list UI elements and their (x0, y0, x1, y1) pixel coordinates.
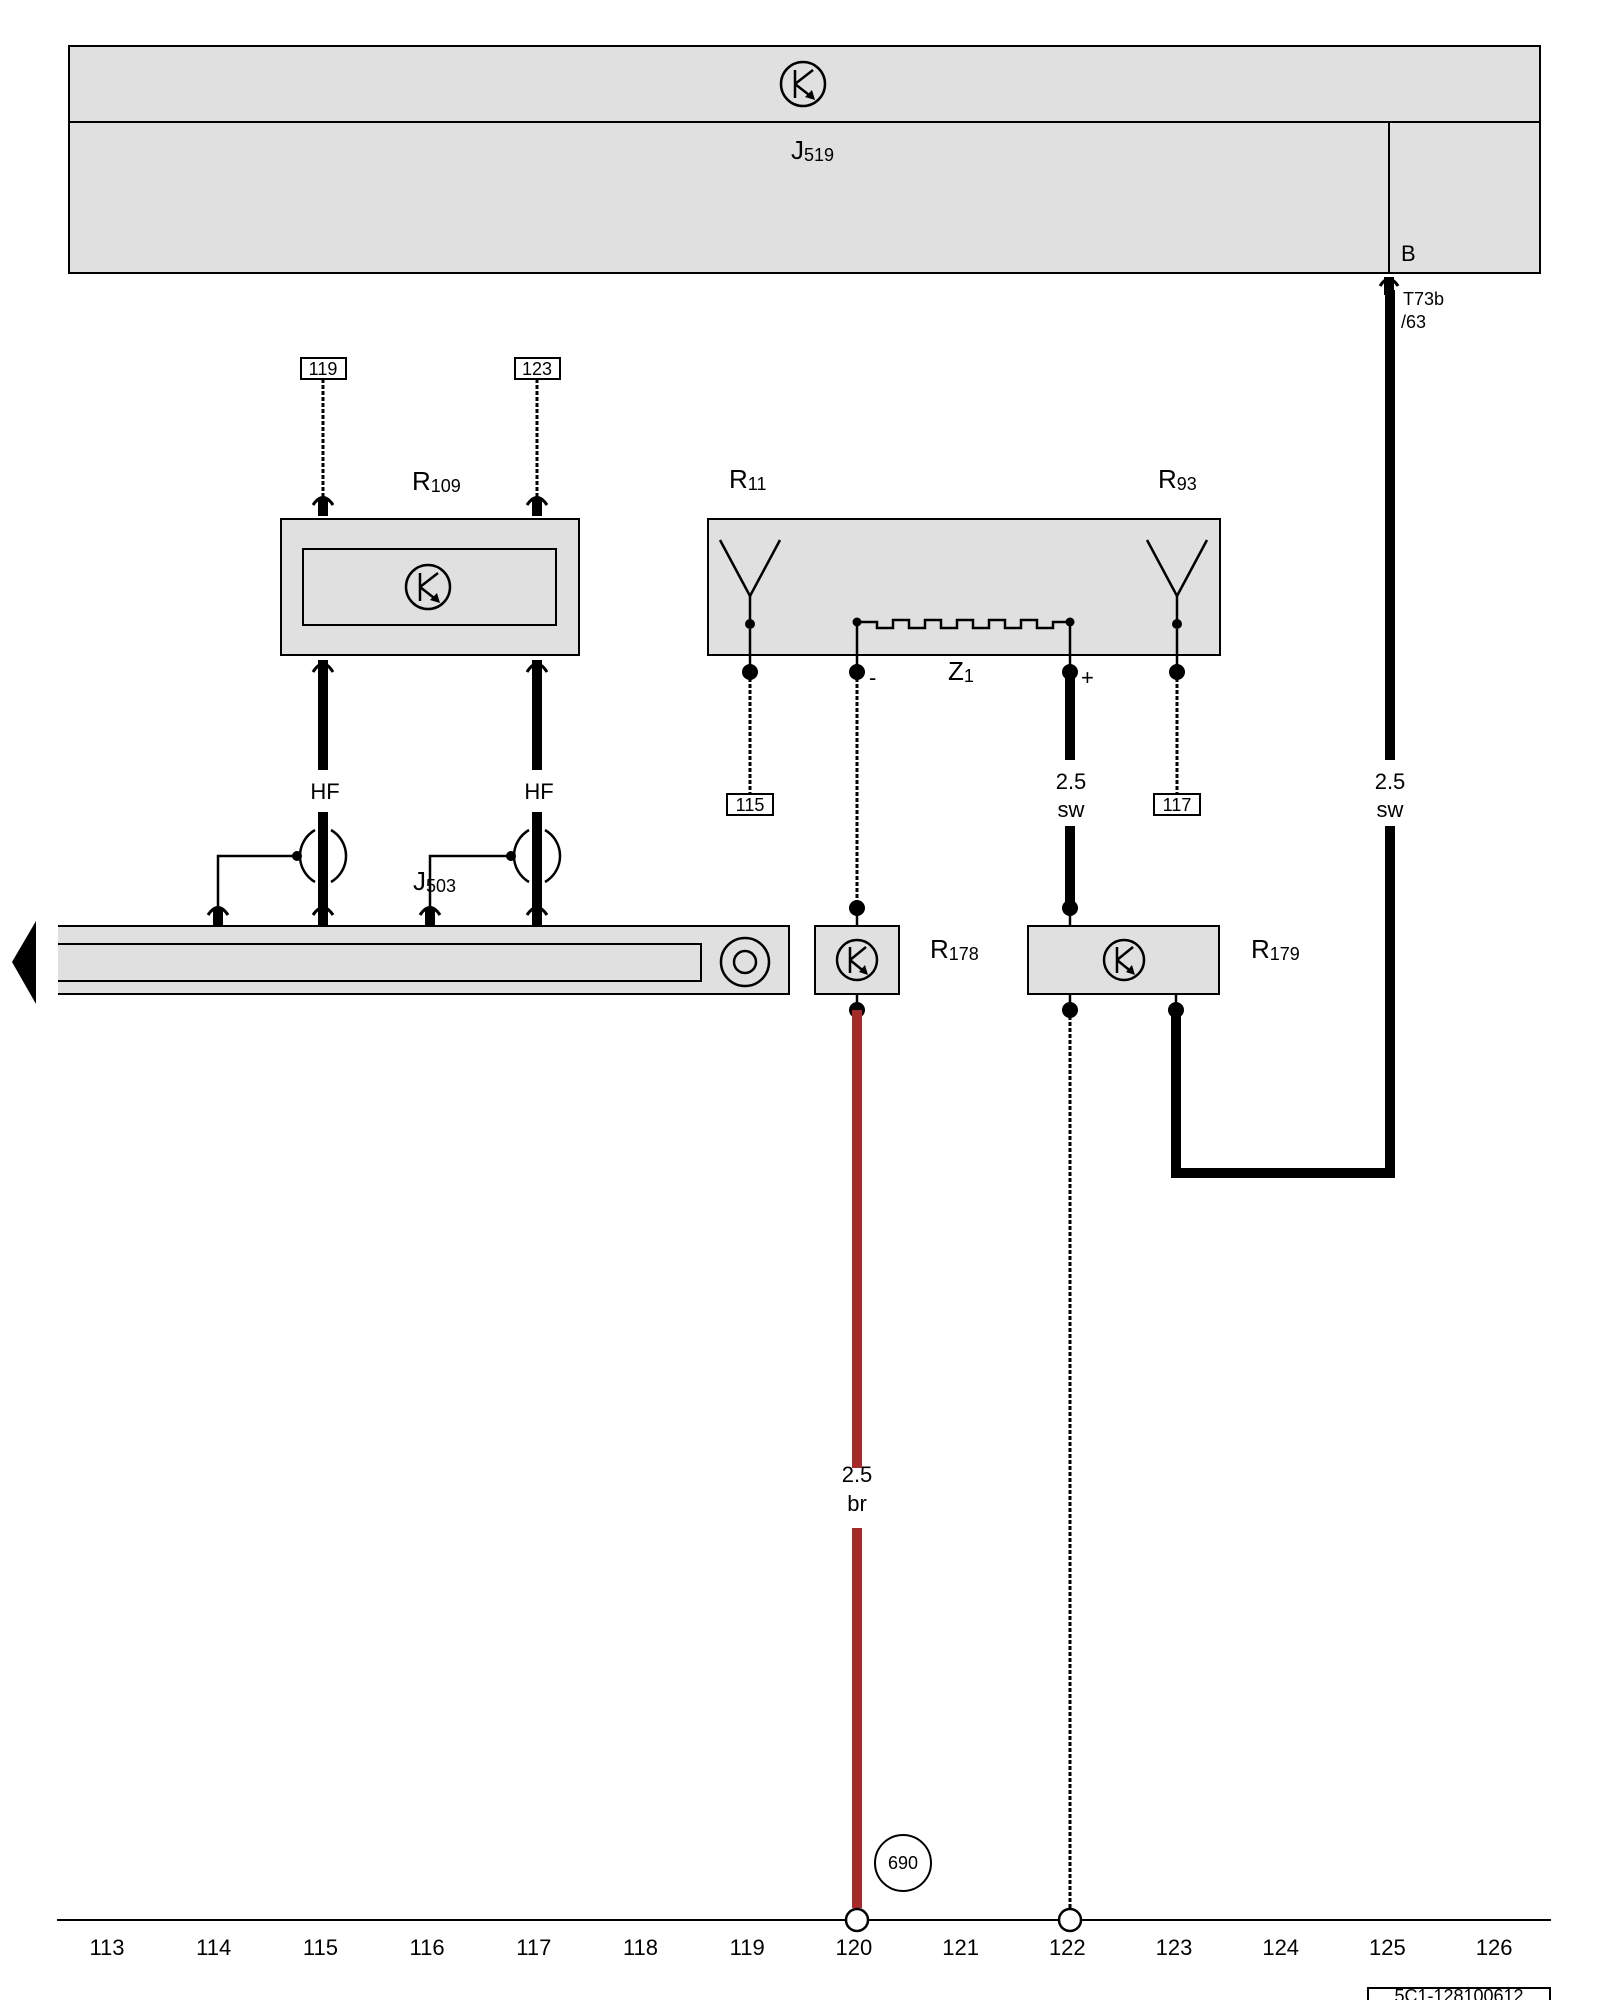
r179-label: R179 (1251, 934, 1300, 964)
r11-r93-z1-module[interactable]: R11 R93 (707, 464, 1221, 656)
connector-t73b-pin: /63 (1401, 312, 1426, 332)
svg-text:119: 119 (309, 359, 338, 379)
continuation-arrow-icon (12, 921, 36, 1004)
hf-label: HF (310, 779, 339, 804)
svg-text:123: 123 (522, 359, 552, 379)
electronic-component-icon (835, 938, 879, 982)
ground-node-122[interactable] (1057, 1907, 1083, 1933)
r109-module[interactable]: R109 (280, 466, 580, 656)
connector-socket-icon (719, 936, 771, 988)
column-number: 113 (89, 1935, 124, 1960)
z1-plus-label: + (1081, 665, 1094, 690)
footer-code: 5C1-128100612 (1394, 1986, 1523, 2000)
antenna-icon (1145, 539, 1209, 629)
wire-r11-115 (742, 629, 758, 794)
column-number: 118 (623, 1935, 658, 1960)
ref-box-115[interactable]: 115 (726, 793, 774, 816)
hf-cable-left[interactable]: HF (206, 660, 348, 926)
wire-size-label: 2.5 (1056, 769, 1087, 794)
wire-z1-minus-r178[interactable]: - (849, 622, 876, 926)
column-number: 116 (410, 1935, 445, 1960)
z1-label: Z1 (948, 656, 974, 686)
column-number: 123 (1156, 1935, 1193, 1960)
wire-size-label: 2.5 (842, 1462, 873, 1487)
wire-j519-r179[interactable]: 2.5 sw (1171, 290, 1415, 1178)
wire-size-label: 2.5 (1375, 769, 1406, 794)
pin-b-label: B (1401, 241, 1416, 266)
hf-label: HF (524, 779, 553, 804)
column-number: 114 (196, 1935, 231, 1960)
r179-module[interactable]: R179 (1027, 925, 1300, 995)
wire-z1-plus-r179[interactable]: 2.5 sw + (1056, 622, 1094, 926)
j519-control-unit[interactable]: J519 B (68, 45, 1541, 274)
electronic-component-icon (779, 60, 827, 108)
column-number: 117 (516, 1935, 551, 1960)
wire-color-label: br (847, 1491, 867, 1516)
svg-text:690: 690 (888, 1853, 918, 1873)
connector-t73b: T73b /63 (1378, 277, 1444, 332)
column-number: 126 (1476, 1935, 1513, 1960)
z1-minus-label: - (869, 665, 876, 690)
column-number: 124 (1262, 1935, 1299, 1960)
j519-label: J519 (791, 135, 834, 165)
r93-label: R93 (1158, 464, 1197, 494)
wire-r178-ground[interactable]: 2.5 br (842, 994, 873, 1908)
column-number: 122 (1049, 1935, 1086, 1960)
wire-color-label: sw (1377, 797, 1404, 822)
wire-r93-117 (1169, 629, 1185, 794)
connector-t73b-label: T73b (1403, 289, 1444, 309)
ground-node-120[interactable] (844, 1907, 870, 1933)
r109-label: R109 (412, 466, 461, 496)
ref-box-119[interactable]: 119 (300, 357, 347, 380)
column-number: 121 (942, 1935, 979, 1960)
j503-label: J503 (413, 866, 456, 896)
ground-rail (57, 1907, 1551, 1933)
ref-box-117[interactable]: 117 (1153, 793, 1201, 816)
r178-label: R178 (930, 934, 979, 964)
wire-r109-top (311, 379, 549, 516)
column-number: 115 (303, 1935, 338, 1960)
column-number: 125 (1369, 1935, 1406, 1960)
antenna-icon (718, 539, 782, 629)
hf-cable-right[interactable]: HF (418, 660, 562, 926)
j503-module[interactable]: J503 (12, 866, 790, 1004)
r11-label: R11 (729, 464, 766, 494)
electronic-component-icon (1102, 938, 1146, 982)
footer-code-box: 5C1-128100612 (1367, 1986, 1551, 2000)
column-number: 119 (730, 1935, 765, 1960)
column-number: 120 (836, 1935, 873, 1960)
svg-text:115: 115 (736, 795, 765, 815)
grid-column-numbers: 113 114 115 116 117 118 119 120 121 122 123 124 125 1… (89, 1935, 1512, 1960)
ref-box-123[interactable]: 123 (514, 357, 561, 380)
electronic-component-icon (404, 563, 452, 611)
ground-point-690[interactable]: 690 (874, 1834, 932, 1892)
wire-color-label: sw (1058, 797, 1085, 822)
svg-text:117: 117 (1163, 795, 1192, 815)
wire-r179-ground[interactable] (1062, 994, 1078, 1908)
r178-module[interactable]: R178 (814, 925, 979, 995)
